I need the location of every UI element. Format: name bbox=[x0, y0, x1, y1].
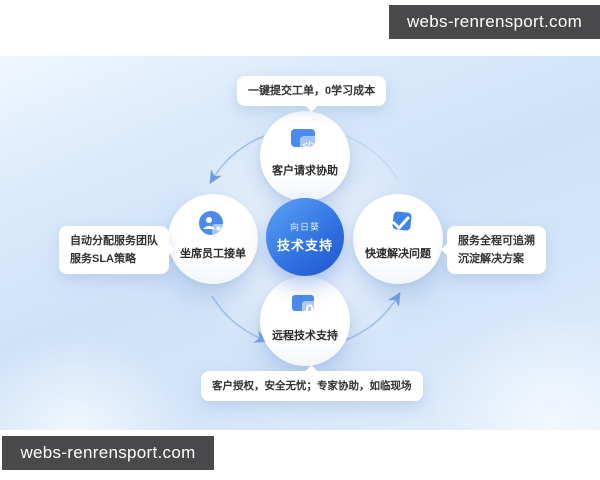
callout-text-line1: 自动分配服务团队 bbox=[70, 235, 158, 247]
callout-text-line2: 服务SLA策略 bbox=[70, 253, 136, 265]
callout-sla-policy: 自动分配服务团队 服务SLA策略 bbox=[59, 226, 175, 274]
background-glow bbox=[0, 286, 240, 430]
watermark-text: webs-renrensport.com bbox=[406, 12, 583, 31]
node-quick-resolution: 快速解决问题 bbox=[353, 194, 443, 284]
brand-label: 向日葵 bbox=[289, 222, 320, 232]
background-glow bbox=[380, 266, 600, 430]
callout-text-line1: 服务全程可追溯 bbox=[458, 235, 535, 247]
node-agent-accepts: 坐席员工接单 bbox=[168, 194, 258, 284]
callout-text-line2: 沉淀解决方案 bbox=[458, 253, 524, 265]
check-square-icon bbox=[388, 211, 412, 234]
bottom-watermark-banner: webs-renrensport.com bbox=[2, 436, 214, 470]
code-window-icon: </> bbox=[291, 129, 319, 153]
center-node-tech-support: 向日葵 技术支持 bbox=[266, 198, 344, 276]
remote-screens-icon bbox=[292, 295, 318, 316]
node-remote-support: 远程技术支持 bbox=[260, 276, 350, 366]
code-glyph: </> bbox=[302, 140, 315, 150]
top-watermark-banner: webs-renrensport.com bbox=[389, 5, 600, 39]
node-label: 坐席员工接单 bbox=[180, 248, 246, 260]
center-title: 技术支持 bbox=[276, 238, 333, 253]
agent-people-icon bbox=[199, 211, 225, 237]
watermark-text: webs-renrensport.com bbox=[20, 443, 196, 462]
node-label: 客户请求协助 bbox=[272, 165, 338, 177]
node-label: 远程技术支持 bbox=[272, 330, 338, 342]
callout-text: 客户授权，安全无忧；专家协助，如临现场 bbox=[212, 380, 412, 392]
node-customer-request: </> 客户请求协助 bbox=[260, 111, 350, 201]
callout-security-expert: 客户授权，安全无忧；专家协助，如临现场 bbox=[201, 365, 423, 401]
node-label: 快速解决问题 bbox=[365, 248, 431, 260]
callout-text: 一键提交工单，0学习成本 bbox=[248, 85, 376, 97]
callout-traceable-service: 服务全程可追溯 沉淀解决方案 bbox=[441, 226, 546, 274]
callout-submit-ticket: 一键提交工单，0学习成本 bbox=[237, 76, 387, 112]
